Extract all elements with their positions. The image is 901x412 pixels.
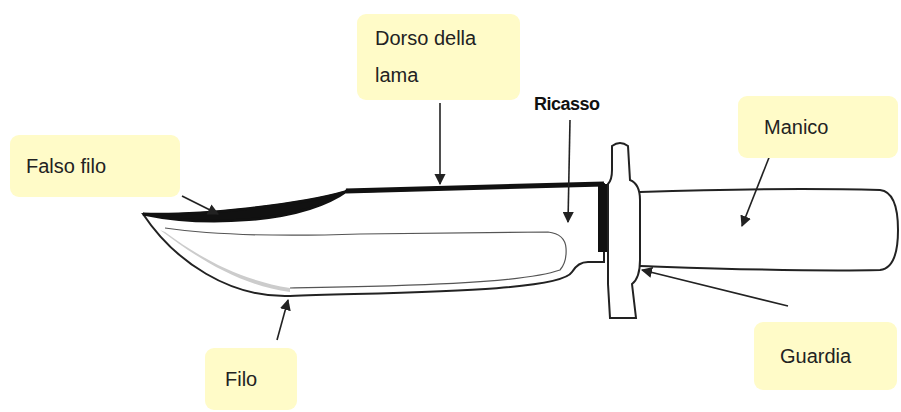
- label-box: Falso filo: [10, 135, 180, 197]
- edge-shading: [160, 230, 290, 292]
- leader-line: [742, 150, 772, 226]
- leader-line: [568, 120, 570, 222]
- grind-line: [165, 228, 566, 288]
- part-label: Guardia: [780, 338, 851, 375]
- knife-guard: [608, 143, 640, 318]
- label-box: Dorso della lama: [357, 14, 520, 100]
- leader-line: [182, 196, 218, 214]
- part-label: Filo: [225, 361, 257, 398]
- part-label: Dorso della lama: [375, 20, 512, 94]
- leader-line: [642, 270, 788, 306]
- ricasso-bar: [598, 184, 607, 252]
- knife-blade: [143, 184, 604, 296]
- label-box: Manico: [738, 96, 898, 158]
- knife-handle: [640, 189, 898, 270]
- leader-line: [277, 300, 288, 340]
- part-label: Ricasso: [534, 94, 600, 115]
- blade-spine: [346, 184, 604, 191]
- part-label: Manico: [764, 109, 828, 146]
- part-label: Falso filo: [26, 148, 106, 185]
- leader-line: [439, 103, 441, 184]
- label-box: Guardia: [754, 322, 897, 390]
- label-box: Filo: [205, 348, 297, 410]
